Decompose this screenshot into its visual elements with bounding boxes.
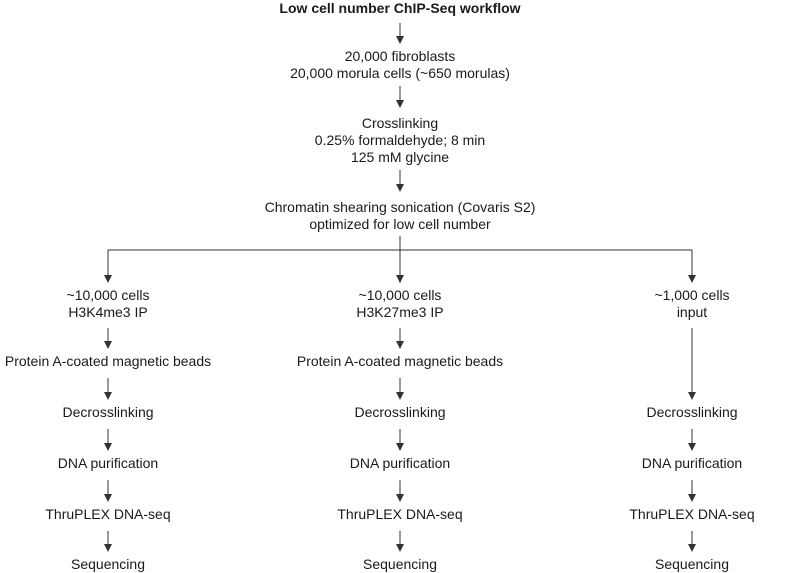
branch-splitter — [104, 236, 696, 283]
branch-3-header: ~1,000 cells input — [654, 287, 729, 321]
shearing-line-1: Chromatin shearing sonication (Covaris S… — [264, 199, 536, 215]
branch-1-library: ThruPLEX DNA-seq — [45, 506, 171, 522]
arrow-title-to-cells — [396, 23, 404, 44]
branch-2-decrosslinking: Decrosslinking — [354, 404, 446, 420]
branch-2-beads: Protein A-coated magnetic beads — [296, 353, 504, 369]
shearing-line-2: optimized for low cell number — [309, 216, 491, 232]
branch-2-library: ThruPLEX DNA-seq — [337, 506, 463, 522]
branch-1-ip: H3K4me3 IP — [68, 304, 148, 320]
step-input-cells: 20,000 fibroblasts 20,000 morula cells (… — [290, 48, 510, 82]
branch-2-ip: H3K27me3 IP — [356, 304, 444, 320]
branch-1-purification: DNA purification — [57, 455, 159, 471]
step-shearing: Chromatin shearing sonication (Covaris S… — [265, 199, 536, 233]
branch-2-arrows — [396, 328, 404, 552]
branch-1-decrosslinking: Decrosslinking — [62, 404, 154, 420]
branch-3-sequencing: Sequencing — [655, 556, 729, 572]
branch-1-beads: Protein A-coated magnetic beads — [4, 353, 212, 369]
branch-3-library: ThruPLEX DNA-seq — [629, 506, 755, 522]
branch-3-cells: ~1,000 cells — [654, 287, 730, 303]
branch-2-cells: ~10,000 cells — [358, 287, 442, 303]
branch-3-input: input — [676, 304, 708, 320]
arrow-cells-to-crosslinking — [396, 86, 404, 108]
branch-2-header: ~10,000 cells H3K27me3 IP — [356, 287, 443, 321]
branch-3-purification: DNA purification — [641, 455, 743, 471]
branch-1-cells: ~10,000 cells — [66, 287, 150, 303]
crosslinking-line-3: 125 mM glycine — [350, 149, 450, 165]
branch-2-sequencing: Sequencing — [363, 556, 437, 572]
crosslinking-line-1: Crosslinking — [361, 115, 439, 131]
branch-3-arrows — [688, 328, 696, 552]
branch-1-arrows — [104, 328, 112, 552]
branch-1-header: ~10,000 cells H3K4me3 IP — [67, 287, 150, 321]
diagram-title: Low cell number ChIP-Seq workflow — [279, 0, 521, 16]
branch-2-purification: DNA purification — [349, 455, 451, 471]
cells-line-1: 20,000 fibroblasts — [344, 48, 456, 64]
branch-1-sequencing: Sequencing — [71, 556, 145, 572]
step-crosslinking: Crosslinking 0.25% formaldehyde; 8 min 1… — [315, 115, 485, 166]
arrow-crosslinking-to-shearing — [396, 170, 404, 192]
crosslinking-line-2: 0.25% formaldehyde; 8 min — [314, 132, 486, 148]
cells-line-2: 20,000 morula cells (~650 morulas) — [290, 65, 510, 81]
branch-3-decrosslinking: Decrosslinking — [646, 404, 738, 420]
